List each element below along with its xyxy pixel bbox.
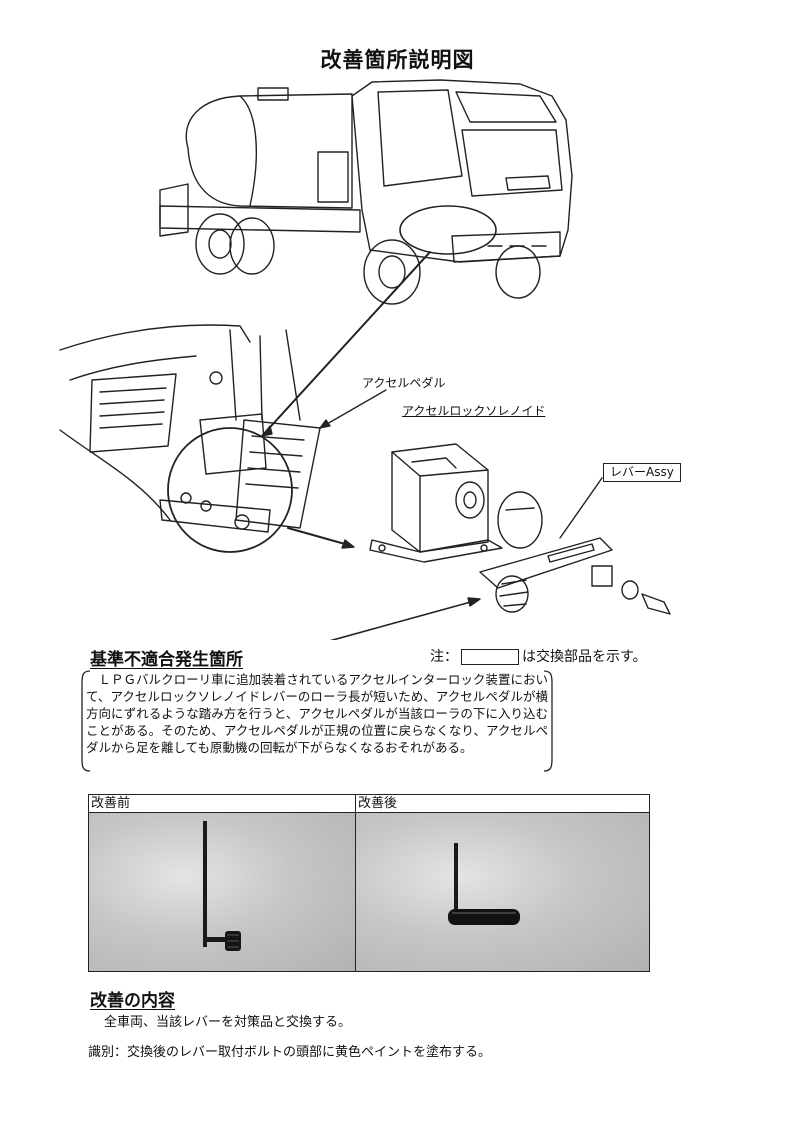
truck-illustration xyxy=(59,79,671,640)
before-photo xyxy=(89,813,355,971)
lever-assy-label: レバーAssy xyxy=(603,463,681,482)
accelerator-pedal-label: アクセルペダル xyxy=(362,376,446,390)
improvement-body: 全車両、当該レバーを対策品と交換する。 xyxy=(104,1015,352,1030)
improvement-heading: 改善の内容 xyxy=(90,991,175,1011)
long-roller-lever-image xyxy=(448,843,520,925)
short-roller-lever-image xyxy=(203,821,241,951)
after-panel: 改善後 xyxy=(356,795,649,971)
note-suffix: は交換部品を示す。 xyxy=(522,649,647,665)
accel-lock-solenoid-label: アクセルロックソレノイド xyxy=(402,404,546,418)
solenoid-drawing xyxy=(329,443,671,640)
page-title: 改善箇所説明図 xyxy=(320,47,475,72)
bracket-frame xyxy=(81,670,553,772)
truck-drawing xyxy=(159,79,573,305)
note-prefix: 注： xyxy=(430,649,458,665)
pedal-drawing xyxy=(59,324,387,553)
identification-note: 識別：交換後のレバー取付ボルトの頭部に黄色ペイントを塗布する。 xyxy=(88,1045,492,1060)
before-panel: 改善前 xyxy=(89,795,356,971)
after-photo xyxy=(356,813,649,971)
before-label: 改善前 xyxy=(89,795,355,813)
after-label: 改善後 xyxy=(356,795,649,813)
comparison-table: 改善前 改善後 xyxy=(88,794,650,972)
replacement-box-symbol xyxy=(461,649,519,665)
replacement-note: 注： は交換部品を示す。 xyxy=(430,646,647,666)
defect-heading: 基準不適合発生箇所 xyxy=(90,650,243,670)
defect-description-box: ＬＰＧバルクローリ車に追加装着されているアクセルインターロック装置において、アク… xyxy=(80,669,554,773)
defect-description: ＬＰＧバルクローリ車に追加装着されているアクセルインターロック装置において、アク… xyxy=(86,672,548,755)
